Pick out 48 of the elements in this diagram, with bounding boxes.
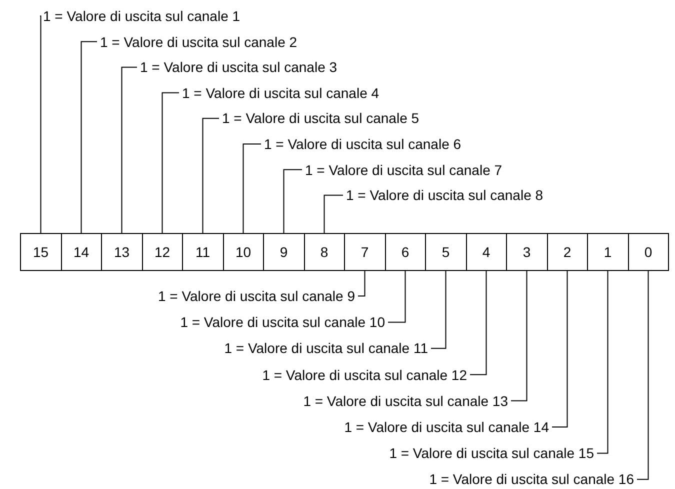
bit-cell: 9 [263, 233, 304, 271]
bit-description: 1 = Valore di uscita sul canale 6 [264, 136, 462, 152]
leader-line [121, 66, 138, 234]
leader-line [430, 270, 446, 349]
bit-cell: 14 [60, 233, 102, 271]
leader-line [510, 270, 528, 402]
leader-line [202, 118, 220, 234]
bit-cell: 10 [222, 233, 264, 271]
leader-line [40, 16, 42, 234]
bit-description: 1 = Valore di uscita sul canale 3 [140, 59, 338, 76]
bit-description: 1 = Valore di uscita sul canale 13 [303, 392, 508, 409]
bit-cell: 13 [101, 233, 142, 271]
bit-cell: 11 [182, 233, 224, 271]
bit-description: 1 = Valore di uscita sul canale 10 [180, 314, 385, 330]
bit-description: 1 = Valore di uscita sul canale 9 [158, 288, 355, 304]
bit-description: 1 = Valore di uscita sul canale 8 [346, 187, 544, 204]
bit-description: 1 = Valore di uscita sul canale 1 [43, 8, 240, 24]
bit-cell: 15 [20, 233, 62, 271]
bit-description: 1 = Valore di uscita sul canale 11 [224, 340, 428, 356]
bit-description: 1 = Valore di uscita sul canale 4 [182, 84, 380, 101]
bit-cell: 8 [304, 233, 345, 271]
leader-line [324, 194, 344, 234]
bit-cell: 6 [384, 233, 426, 271]
bit-cell: 2 [546, 233, 588, 271]
bit-description: 1 = Valore di uscita sul canale 2 [100, 34, 298, 50]
bit-cell: 1 [587, 233, 628, 271]
bit-description: 1 = Valore di uscita sul canale 7 [305, 162, 502, 178]
bit-cell: 0 [628, 233, 669, 271]
leader-line [470, 270, 487, 376]
leader-line [636, 270, 649, 480]
leader-line [388, 270, 406, 323]
bit-description: 1 = Valore di uscita sul canale 15 [389, 445, 594, 462]
leader-line [596, 270, 608, 454]
leader-line [552, 270, 568, 428]
leader-line [242, 144, 262, 234]
leader-line [358, 270, 366, 296]
bit-cell: 3 [506, 233, 548, 271]
bit-description: 1 = Valore di uscita sul canale 5 [222, 110, 420, 126]
leader-line [162, 92, 180, 234]
bit-cell: 4 [466, 233, 507, 271]
bit-cell: 12 [142, 233, 183, 271]
bit-description: 1 = Valore di uscita sul canale 12 [262, 366, 467, 383]
bit-description: 1 = Valore di uscita sul canale 16 [429, 471, 634, 488]
leader-line [283, 169, 302, 234]
bit-cell: 7 [344, 233, 386, 271]
bit-cell: 5 [425, 233, 466, 271]
bit-description: 1 = Valore di uscita sul canale 14 [344, 419, 549, 435]
leader-line [80, 41, 98, 234]
